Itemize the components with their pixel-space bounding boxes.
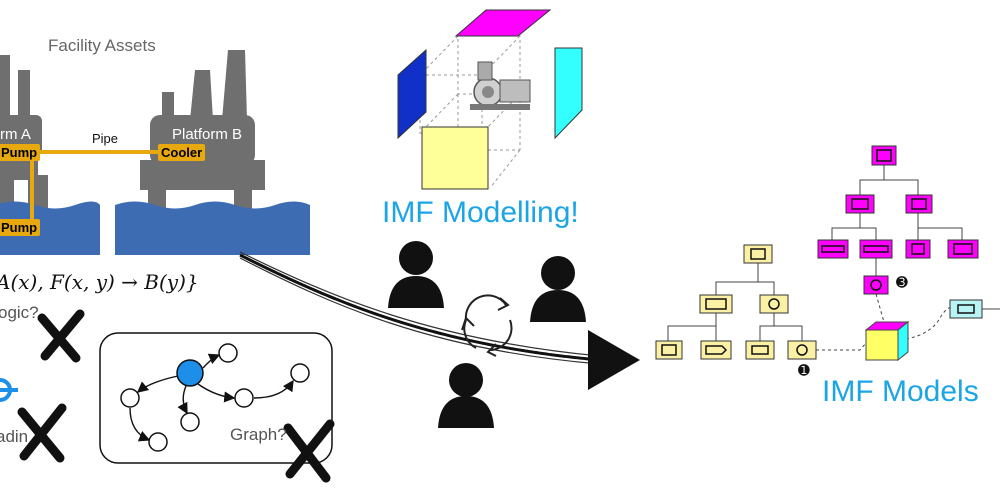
cyan-face <box>554 47 583 140</box>
x-mark-loading <box>17 403 67 463</box>
loading-label: adin <box>0 427 29 446</box>
imf-block-glyphs <box>661 149 975 356</box>
blue-face <box>397 48 427 140</box>
marker-one: ➊ <box>798 362 810 378</box>
imf-modelling-label: IMF Modelling! <box>382 196 579 229</box>
transition-arrow <box>239 253 601 362</box>
imf-small-cube <box>864 320 910 362</box>
aspect-cube <box>397 9 583 190</box>
imf-magenta-tree-edges <box>831 165 966 341</box>
pipe-label: Pipe <box>92 131 119 146</box>
x-mark-logic <box>37 309 85 363</box>
recycle-icon <box>461 294 513 357</box>
user-icon-right <box>530 256 586 322</box>
imf-cyan-block <box>949 299 983 319</box>
pump-top-label: Pump <box>0 144 41 161</box>
platform-b-label: Platform B <box>172 126 243 143</box>
platform-a-label: rm A <box>0 126 31 143</box>
graph-label: Graph? <box>230 425 287 444</box>
user-icon-top <box>388 241 444 308</box>
imf-yellow-blocks <box>655 244 817 360</box>
graph-edges <box>129 353 294 442</box>
facility-assets-title: Facility Assets <box>48 36 156 55</box>
sea-water <box>0 201 100 255</box>
logic-question: ogic? <box>0 303 39 322</box>
x-mark-graph <box>283 419 335 483</box>
yellow-face <box>421 126 489 190</box>
marker-three: ➌ <box>896 274 908 290</box>
imf-magenta-blocks <box>817 145 979 295</box>
graph-box <box>99 332 333 464</box>
pipe-line <box>30 150 160 228</box>
logic-formula: A(x), F(x, y) → B(y)} <box>0 270 199 294</box>
imf-models-label: IMF Models <box>822 375 979 408</box>
magenta-face <box>454 9 552 37</box>
pump-icon <box>470 61 531 110</box>
pump-bottom-label: Pump <box>0 219 41 236</box>
loading-target-icon <box>0 378 18 402</box>
cooler-label: Cooler <box>158 144 206 161</box>
arrow-head <box>588 330 640 390</box>
user-icon-bottom <box>438 363 494 428</box>
graph-nodes <box>120 343 310 452</box>
